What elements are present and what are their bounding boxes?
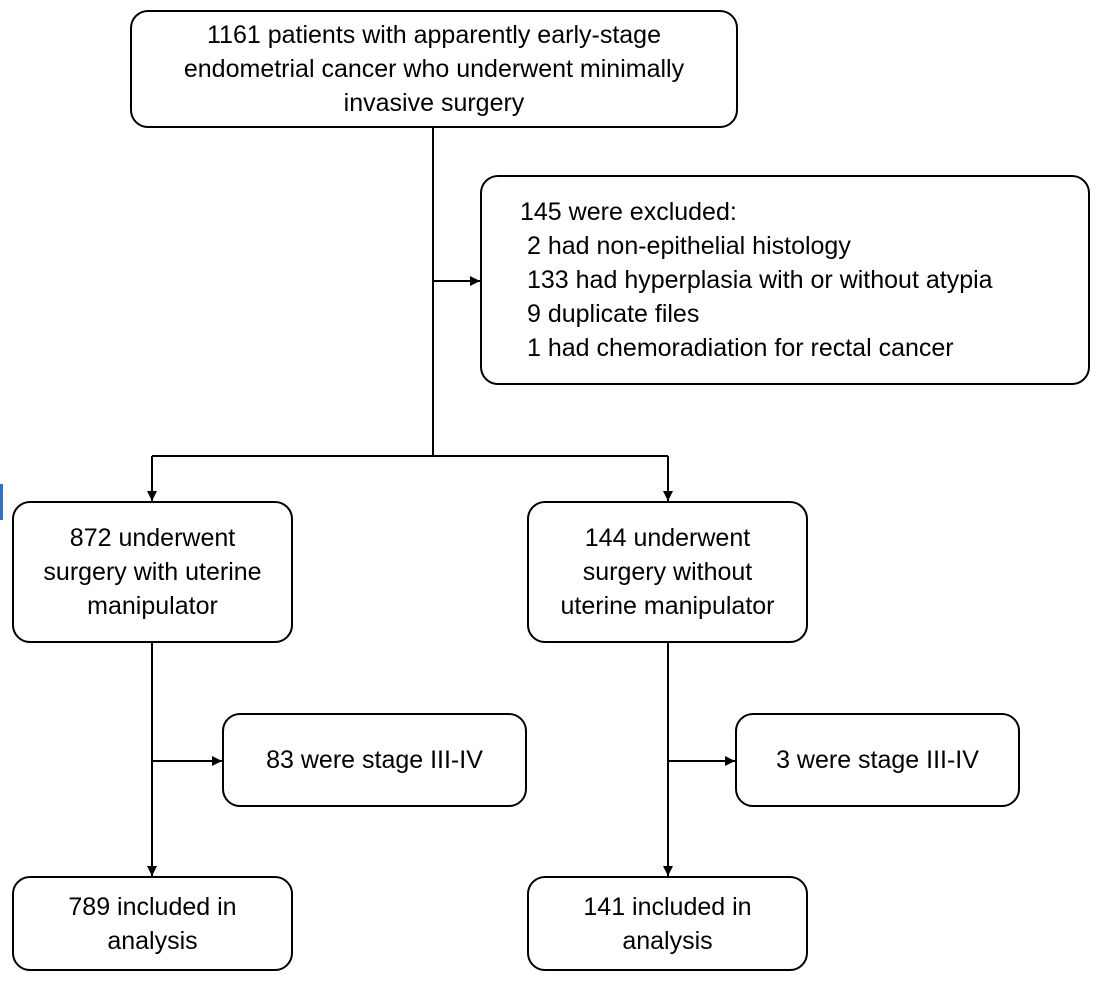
text-line: manipulator [87,592,218,620]
text-line: 1161 patients with apparently early-stag… [207,21,661,49]
text-line: analysis [107,926,198,955]
excluded-heading: 145 were excluded: [520,198,737,226]
excluded-reason: 133 had hyperplasia with or without atyp… [527,266,993,294]
text-line: 141 included in [583,892,752,921]
excluded-reason: 9 duplicate files [527,300,700,328]
box-excluded: 145 were excluded: 2 had non-epithelial … [480,175,1090,385]
text-line: 83 were stage III-IV [266,746,483,774]
box-with-excluded-stage: 83 were stage III-IV [222,713,527,807]
text-line: invasive surgery [343,89,525,117]
box-without-manipulator: 144 underwent surgery without uterine ma… [527,501,808,643]
box-without-included: 141 included in analysis [527,876,808,971]
text-line: 144 underwent [584,524,751,552]
text-line: 789 included in [68,892,237,921]
box-with-included: 789 included in analysis [12,876,293,971]
box-without-excluded-stage: 3 were stage III-IV [735,713,1020,807]
excluded-reason: 2 had non-epithelial histology [527,232,851,260]
excluded-reason: 1 had chemoradiation for rectal cancer [527,334,954,362]
text-line: surgery with uterine [43,558,262,586]
box-enrolled-patients: 1161 patients with apparently early-stag… [130,10,738,128]
text-line: 872 underwent [69,524,236,552]
text-line: analysis [622,926,713,955]
box-with-manipulator: 872 underwent surgery with uterine manip… [12,501,293,643]
edge-highlight-mark [0,484,3,520]
text-line: uterine manipulator [560,592,775,620]
text-line: endometrial cancer who underwent minimal… [183,55,685,83]
text-line: surgery without [582,558,753,586]
text-line: 3 were stage III-IV [776,746,979,774]
